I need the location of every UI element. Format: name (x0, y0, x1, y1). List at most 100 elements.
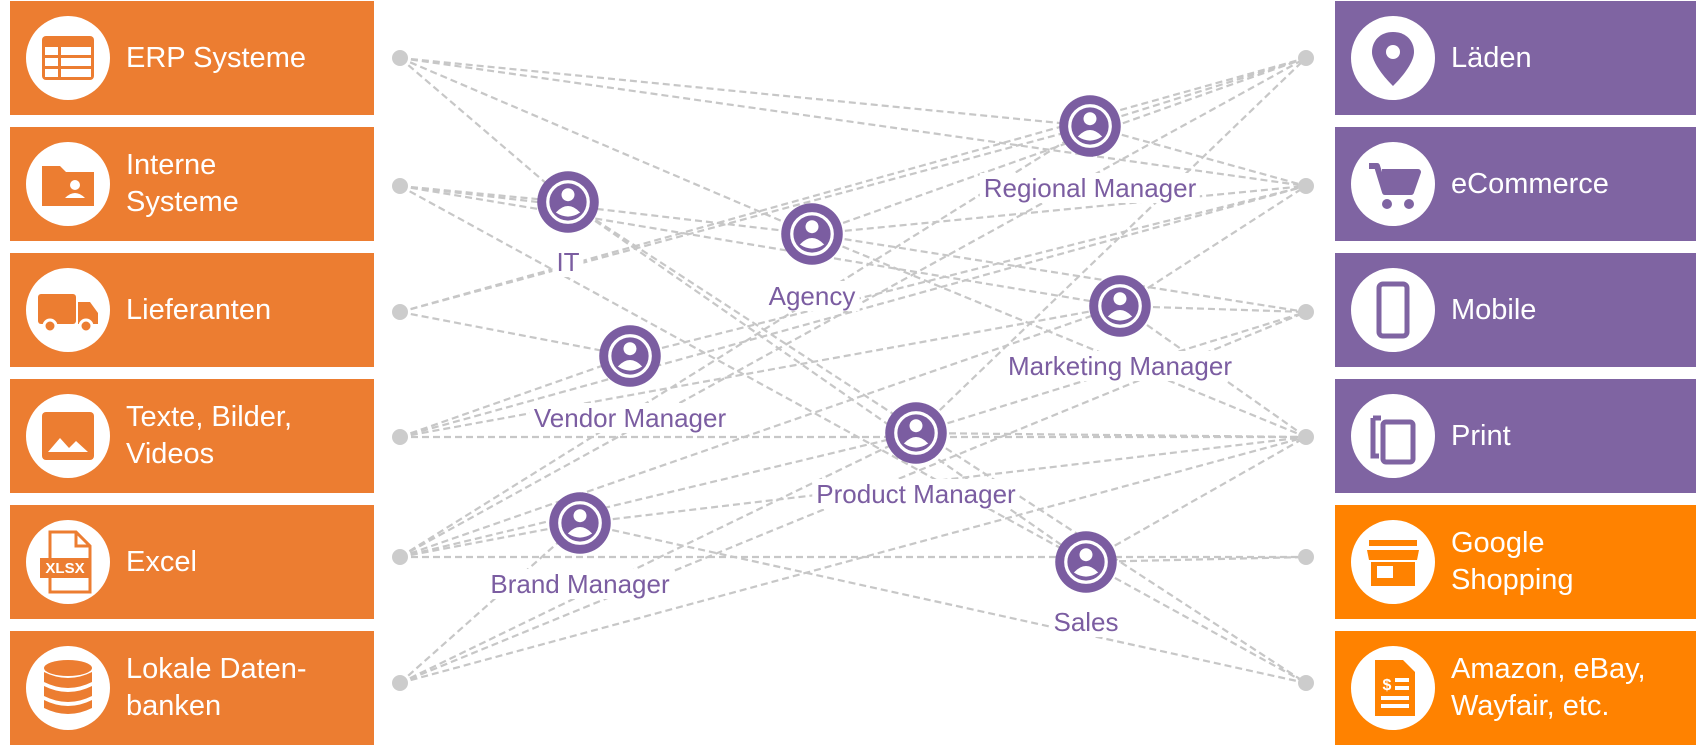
connection-line (399, 435, 1307, 685)
connection-line (399, 125, 1091, 558)
channel-label: Mobile (1451, 293, 1537, 326)
xlsx-icon-text: XLSX (45, 560, 84, 577)
source-label: ERP Systeme (126, 41, 306, 74)
source-connector-node (392, 50, 408, 66)
actor-label-it: IT (552, 247, 584, 277)
connection-line (1119, 304, 1307, 314)
source-label: Excel (126, 545, 197, 578)
person-icon (1056, 92, 1124, 160)
shopping-cart-icon (1351, 142, 1435, 226)
storefront-icon (1351, 520, 1435, 604)
channel-label: eCommerce (1451, 167, 1609, 200)
connection-line (811, 232, 1307, 439)
connection-line (811, 184, 1307, 236)
actor-label-vendor: Vendor Manager (529, 403, 731, 433)
source-label: Lokale Daten- banken (126, 653, 307, 722)
source-box-3: Texte, Bilder, Videos (10, 379, 374, 493)
person-icon (778, 200, 846, 268)
connection-line (399, 521, 581, 559)
channel-box-3: Print (1335, 379, 1696, 493)
channel-label: Amazon, eBay, Wayfair, etc. (1451, 653, 1646, 722)
connection-line (915, 431, 1307, 439)
database-icon (26, 646, 110, 730)
connection-line (399, 304, 1121, 559)
connection-line (399, 184, 1121, 308)
channel-label: Print (1451, 419, 1511, 452)
invoice-icon: $ (1351, 646, 1435, 730)
source-box-4: XLSX Excel (10, 505, 374, 619)
channel-connector-node (1298, 549, 1314, 565)
connection-line (1085, 561, 1307, 684)
actor-label-brand: Brand Manager (486, 569, 674, 599)
connection-line (567, 201, 1087, 563)
channel-connector-node (1298, 675, 1314, 691)
connection-line (399, 56, 1307, 314)
person-icon (546, 489, 614, 557)
channel-box-2: Mobile (1335, 253, 1696, 367)
connection-line (399, 184, 813, 236)
channel-connector-node (1298, 304, 1314, 320)
contact-folder-icon (26, 142, 110, 226)
connection-line (915, 57, 1307, 434)
connection-line (399, 522, 581, 684)
connection-line (811, 232, 1307, 314)
channel-label: Läden (1451, 41, 1532, 74)
actor-label-agency: Agency (764, 281, 860, 311)
connection-line (399, 56, 1091, 128)
connection-line (399, 57, 569, 203)
connection-line (1085, 436, 1307, 563)
connection-line (629, 184, 1307, 358)
connection-line (579, 521, 1307, 685)
channel-box-1: eCommerce (1335, 127, 1696, 241)
actor-label-sales: Sales (1049, 607, 1123, 637)
connection-line (399, 432, 917, 684)
source-connector-node (392, 304, 408, 320)
source-box-5: Lokale Daten- banken (10, 631, 374, 745)
source-connector-node (392, 549, 408, 565)
person-icon (1052, 528, 1120, 596)
svg-text:$: $ (1383, 677, 1392, 694)
connection-line (1119, 185, 1307, 307)
source-label: Texte, Bilder, Videos (126, 401, 293, 470)
channel-connector-node (1298, 429, 1314, 445)
actor-label-product: Product Manager (812, 479, 1020, 509)
mobile-phone-icon (1351, 268, 1435, 352)
connection-line (399, 354, 631, 439)
connection-line (399, 56, 1307, 188)
image-icon (26, 394, 110, 478)
truck-icon (26, 268, 110, 352)
person-icon (596, 322, 664, 390)
source-connector-node (392, 178, 408, 194)
source-connector-node (392, 675, 408, 691)
table-icon (26, 16, 110, 100)
actor-label-regional: Regional Manager (979, 173, 1201, 203)
source-box-1: Interne Systeme (10, 127, 374, 241)
source-label: Lieferanten (126, 293, 272, 326)
connection-line (399, 431, 917, 559)
channel-box-0: Läden (1335, 1, 1696, 115)
actor-label-marketing: Marketing Manager (1004, 351, 1236, 381)
channel-label: Google Shopping (1451, 527, 1574, 596)
connection-line (1089, 56, 1307, 128)
source-connector-node (392, 429, 408, 445)
connection-line (399, 310, 631, 358)
channel-box-5: $ Amazon, eBay, Wayfair, etc. (1335, 631, 1696, 745)
connection-line (1089, 124, 1307, 188)
copy-pages-icon (1351, 394, 1435, 478)
source-box-0: ERP Systeme (10, 1, 374, 115)
person-icon (534, 168, 602, 236)
person-icon (1086, 272, 1154, 340)
channel-connector-node (1298, 50, 1314, 66)
xlsx-file-icon: XLSX (26, 520, 110, 604)
person-icon (882, 399, 950, 467)
source-label: Interne Systeme (126, 149, 239, 218)
source-box-2: Lieferanten (10, 253, 374, 367)
channel-connector-node (1298, 178, 1314, 194)
location-pin-icon (1351, 16, 1435, 100)
connection-line (399, 184, 1307, 439)
channel-box-4: Google Shopping (1335, 505, 1696, 619)
connection-line (1085, 555, 1307, 564)
connection-line (399, 304, 1121, 439)
connection-line (399, 124, 1091, 314)
connection-line (399, 56, 813, 236)
